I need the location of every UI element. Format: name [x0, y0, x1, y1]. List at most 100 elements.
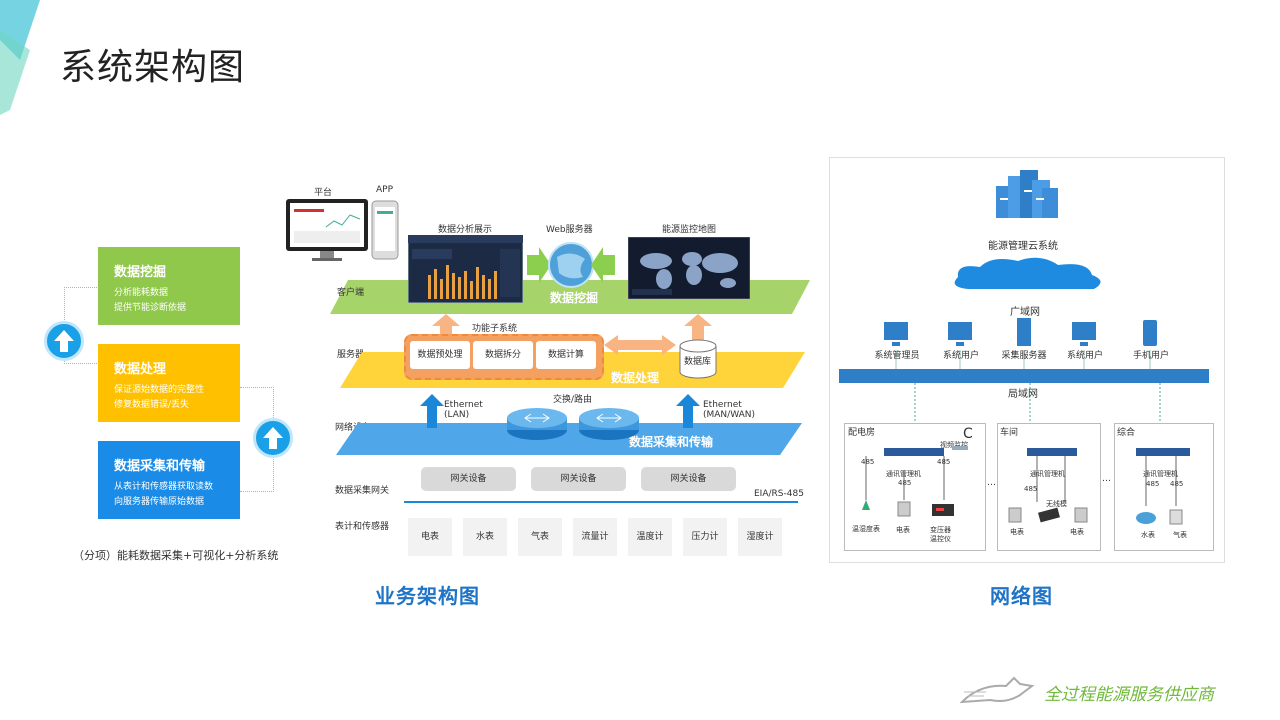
cloud-server-icon	[996, 170, 1058, 218]
sensor-flow-meter: 流量计	[573, 518, 617, 556]
layer-label-network: 网络设备	[335, 423, 372, 433]
ellipsis: …	[987, 478, 996, 488]
lan-label: 局域网	[1008, 389, 1038, 400]
device-label: 电表	[1070, 528, 1084, 536]
layer-label-gateway: 数据采集网关	[335, 486, 390, 496]
footer-brand: 全过程能源服务供应商	[1044, 685, 1214, 705]
label-web-server: Web服务器	[546, 225, 593, 235]
card-line: 保证源始数据的完整性	[114, 385, 205, 395]
monitor-and-phone-icon	[286, 199, 399, 261]
cloud-label: 能源管理云系统	[988, 241, 1058, 252]
rs485-bus	[404, 501, 798, 503]
wan-label: 广域网	[1010, 307, 1040, 318]
port-label: 485	[898, 479, 912, 487]
user-mobile: 手机用户	[1132, 351, 1169, 361]
up-arrow-icon	[44, 321, 84, 361]
rs485-label: EIA/RS-485	[754, 489, 804, 499]
band-collect-label: 数据采集和传输	[629, 435, 714, 449]
business-caption: 业务架构图	[375, 584, 480, 608]
sensor-thermometer: 温度计	[628, 518, 672, 556]
device-label: 水表	[1141, 531, 1155, 539]
lan-drops	[914, 383, 1161, 427]
device-label: 电表	[1010, 528, 1024, 536]
cloud-icon	[954, 257, 1101, 289]
ellipsis: …	[1102, 474, 1111, 484]
room-general-label: 综合	[1117, 428, 1136, 438]
process-split: 数据拆分	[473, 341, 533, 369]
gateway-device: 网关设备	[531, 467, 626, 491]
user-collect-server: 采集服务器	[1001, 351, 1047, 361]
port-label: 485	[1024, 485, 1038, 493]
subsystem-label: 功能子系统	[472, 324, 518, 334]
label-platform: 平台	[314, 188, 333, 198]
gateway-device: 网关设备	[641, 467, 736, 491]
sensor-pressure-gauge: 压力计	[683, 518, 727, 556]
orange-up-arrows	[432, 314, 712, 340]
web-server-globe-icon	[527, 242, 615, 288]
blue-up-arrows	[420, 394, 700, 428]
room-workshop-label: 车间	[1000, 428, 1019, 438]
label-energy-map: 能源监控地图	[662, 225, 717, 235]
sensor-electric-meter: 电表	[408, 518, 452, 556]
card-title: 数据挖掘	[114, 265, 167, 280]
card-title: 数据采集和传输	[114, 459, 206, 474]
card-line: 提供节能诊断依据	[114, 303, 187, 313]
switch-label: 交换/路由	[553, 395, 593, 405]
room-workshop	[997, 423, 1101, 551]
sensor-gas-meter: 气表	[518, 518, 562, 556]
card-data-processing: 数据处理 保证源始数据的完整性修复数据错误/丢失	[98, 344, 240, 422]
layer-label-sensors: 表计和传感器	[335, 522, 390, 532]
label-analysis: 数据分析展示	[438, 225, 493, 235]
card-title: 数据处理	[114, 362, 167, 377]
room-power-devices	[862, 446, 968, 517]
device-label: 温控仪	[930, 535, 951, 543]
user-icons	[884, 318, 1157, 370]
room-general	[1114, 423, 1214, 551]
sensor-water-meter: 水表	[463, 518, 507, 556]
card-line: 修复数据错误/丢失	[114, 400, 190, 410]
room-workshop-devices	[1008, 448, 1088, 523]
corner-decoration	[0, 0, 40, 115]
device-label: 温湿度表	[852, 525, 880, 533]
port-label: 485	[1170, 480, 1184, 488]
room-general-devices	[1136, 448, 1190, 525]
page-title: 系统架构图	[60, 47, 246, 88]
layer-label-server: 服务器	[337, 350, 365, 360]
card-line: 分析能耗数据	[114, 288, 169, 298]
user-system-2: 系统用户	[1066, 351, 1103, 361]
card-data-collection: 数据采集和传输 从表计和传感器获取读数向服务器传输原始数据	[98, 441, 240, 519]
card-line: 从表计和传感器获取读数	[114, 482, 214, 492]
router-icons	[507, 408, 639, 440]
gateway-device: 网关设备	[421, 467, 516, 491]
lan-label-1: Ethernet	[444, 400, 483, 410]
port-label: 485	[861, 458, 875, 466]
process-preprocess: 数据预处理	[410, 341, 470, 369]
device-label: 变压器	[930, 526, 951, 534]
room-general-manager: 通讯管理机	[1143, 470, 1178, 478]
database-label: 数据库	[684, 357, 712, 367]
card-line: 向服务器传输原始数据	[114, 497, 205, 507]
band-collect	[336, 423, 802, 455]
room-power-label: 配电房	[848, 428, 876, 438]
room-power-manager: 通讯管理机	[886, 470, 921, 478]
device-label: 电表	[896, 526, 910, 534]
analysis-dashboard-icon	[408, 235, 523, 303]
left-subtitle: （分项）能耗数据采集+可视化+分析系统	[73, 549, 279, 562]
lan-label-2: (LAN)	[444, 410, 470, 420]
brand-logo-icon	[960, 676, 1035, 704]
database-icon	[679, 339, 717, 379]
room-workshop-manager: 通讯管理机	[1030, 470, 1065, 478]
wan-label-1: Ethernet	[703, 400, 742, 410]
sensor-hygrometer: 湿度计	[738, 518, 782, 556]
double-arrow-icon	[604, 335, 676, 355]
band-mining-label: 数据挖掘	[550, 291, 599, 305]
network-diagram-frame	[829, 157, 1225, 563]
device-label: 气表	[1173, 531, 1187, 539]
up-arrow-icon	[253, 418, 293, 458]
band-processing-label: 数据处理	[611, 371, 660, 385]
energy-map-screen-icon	[628, 237, 750, 299]
port-label: 485	[937, 458, 951, 466]
process-compute: 数据计算	[536, 341, 596, 369]
layer-label-client: 客户端	[337, 288, 365, 298]
wan-label-2: (MAN/WAN)	[703, 410, 756, 420]
